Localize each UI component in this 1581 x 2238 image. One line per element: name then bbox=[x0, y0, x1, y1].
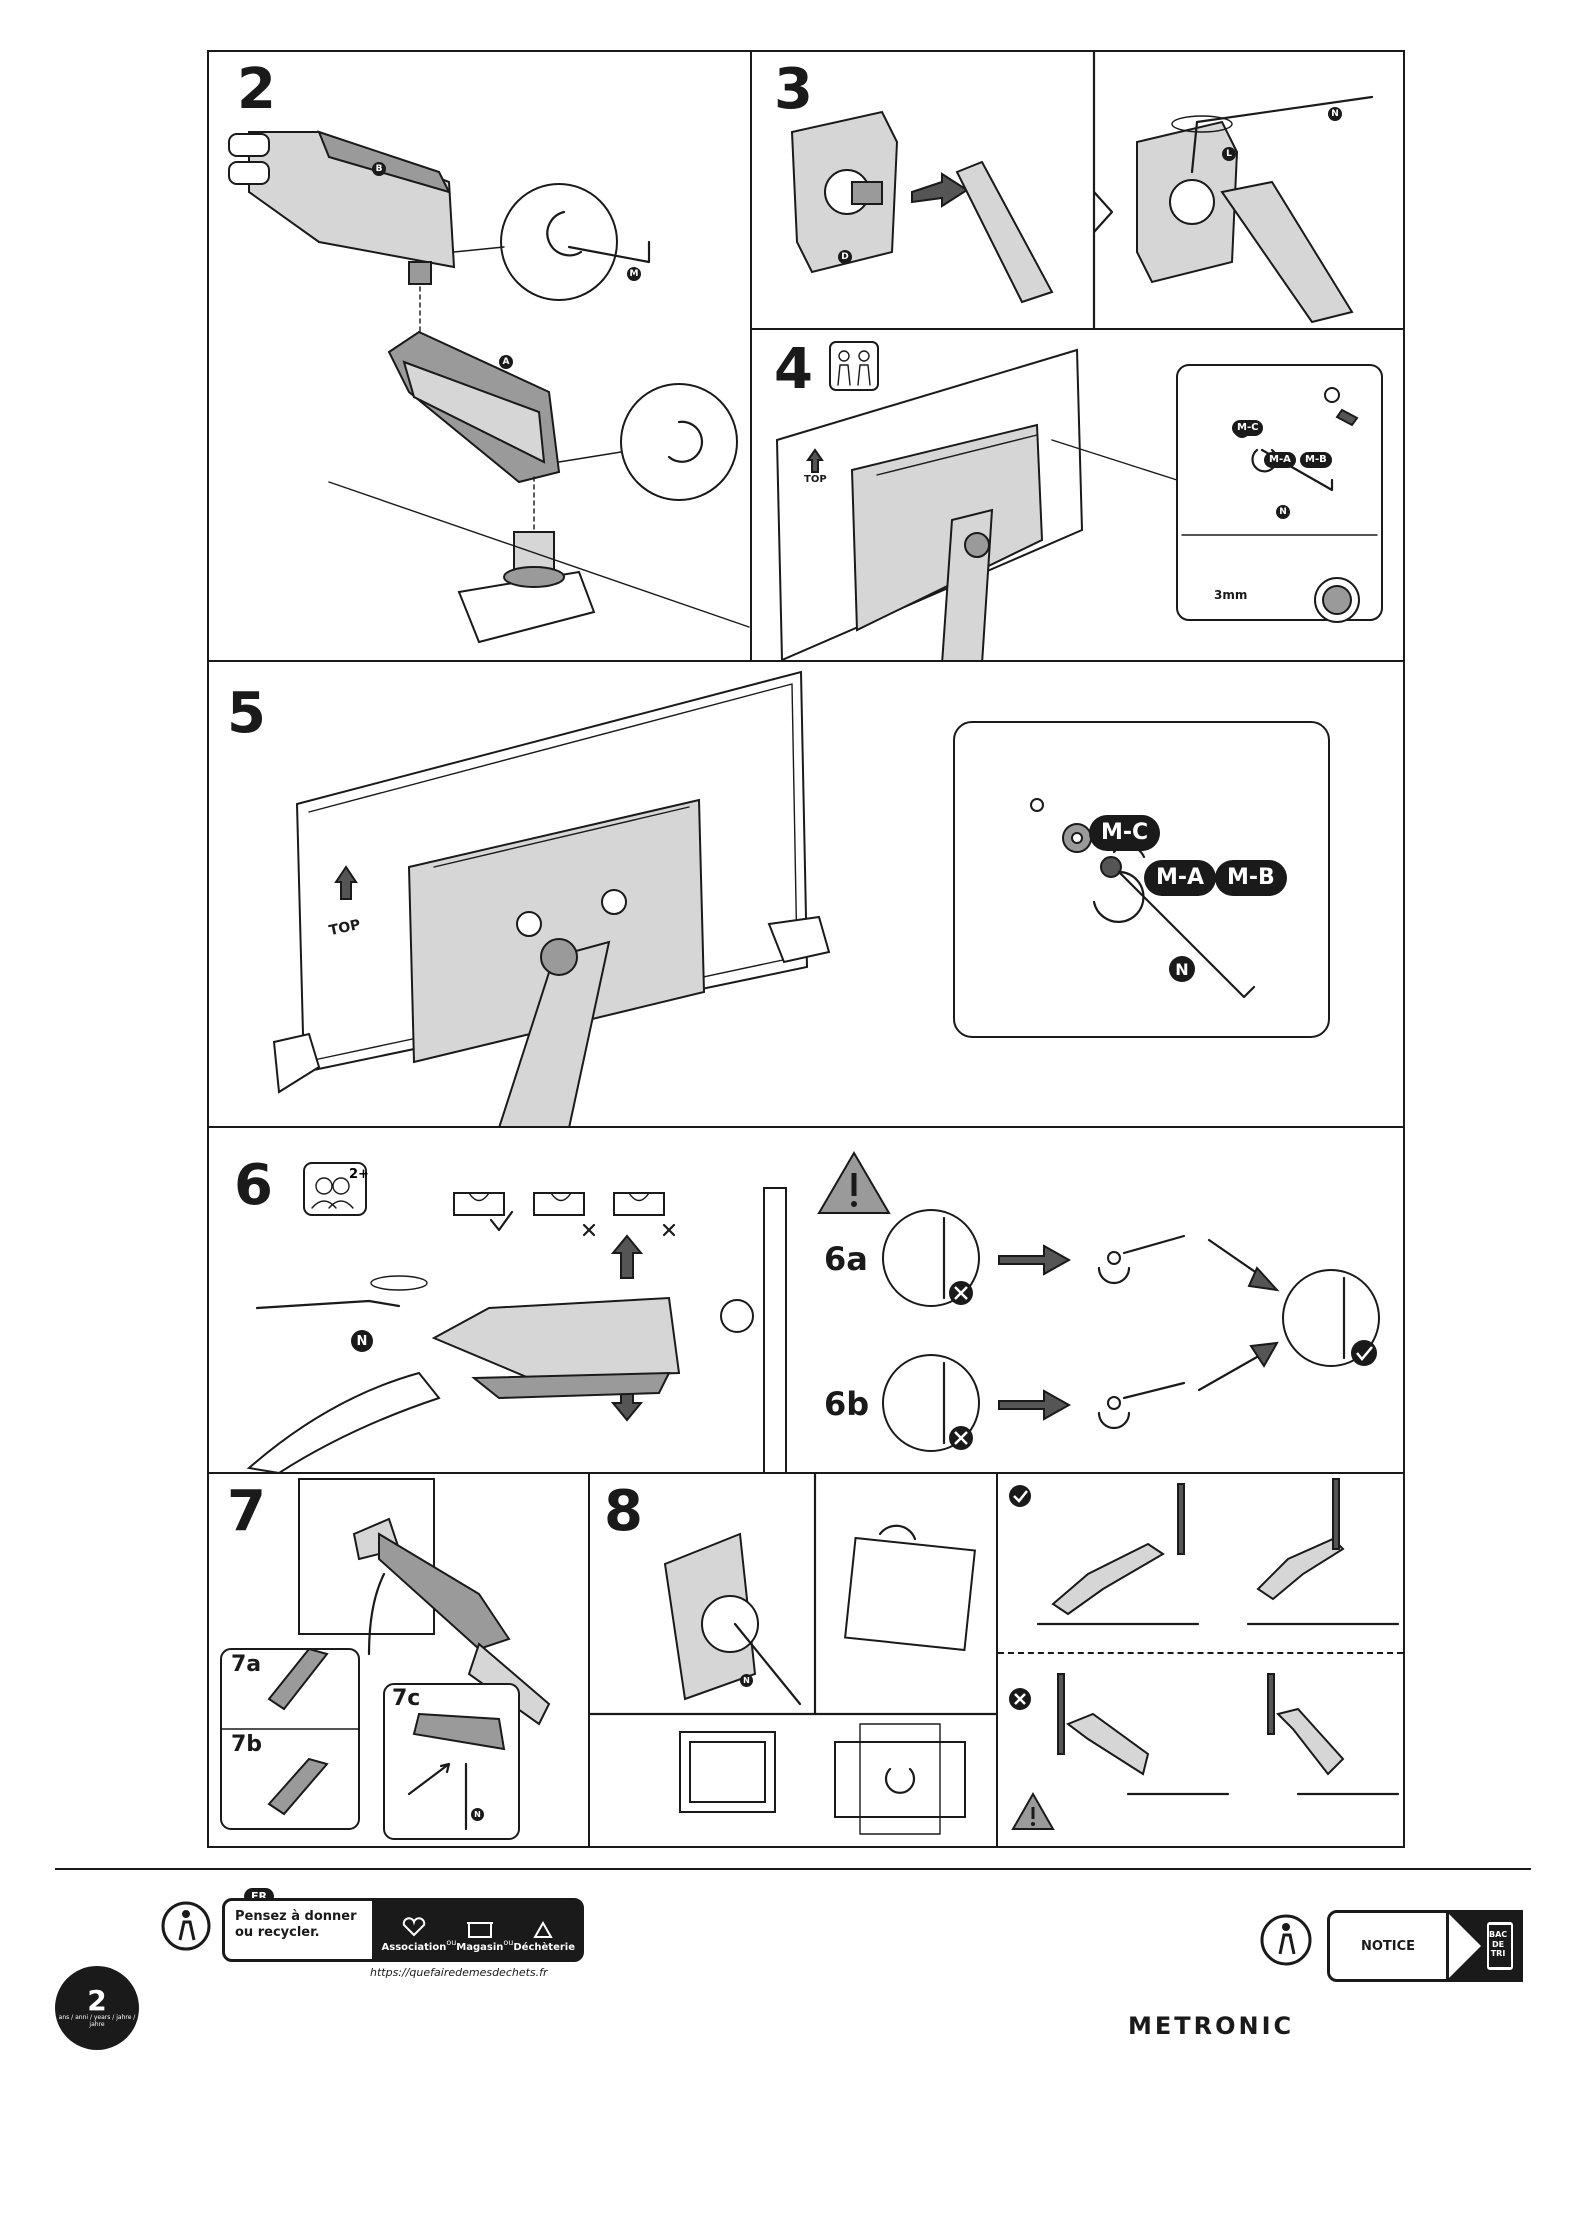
svg-text:2+: 2+ bbox=[349, 1167, 369, 1182]
ma-label: M-A bbox=[1264, 452, 1296, 468]
part-a-label: A bbox=[499, 355, 513, 369]
do-dont-illustration bbox=[998, 1474, 1405, 1848]
recycle-options: Association ou Magasin ou Déchèterie bbox=[372, 1901, 582, 1959]
step-2-illustration bbox=[209, 52, 752, 662]
triman-icon-right bbox=[1258, 1912, 1314, 1968]
mc-label: M-C bbox=[1089, 815, 1160, 851]
step-5-illustration bbox=[209, 662, 1405, 1128]
tool-n-label: N bbox=[1328, 107, 1342, 121]
part-b-label: B bbox=[372, 162, 386, 176]
step-6-panel: 6 2+ bbox=[207, 1126, 1405, 1474]
notice-box: NOTICE bbox=[1327, 1910, 1449, 1982]
step-8-illustration bbox=[590, 1474, 998, 1848]
mb-label: M-B bbox=[1300, 452, 1332, 468]
step-7-illustration bbox=[209, 1474, 590, 1848]
step-5-panel: 5 TOP M-C M-A M-B N bbox=[207, 660, 1405, 1128]
step-7-panel: 7 7a 7b 7c N bbox=[207, 1472, 590, 1848]
option-association: Association bbox=[382, 1917, 447, 1953]
step-8-panel: 8 N bbox=[588, 1472, 998, 1848]
or-word: ou bbox=[446, 1938, 456, 1947]
recycle-url: https://quefairedemesdechets.fr bbox=[370, 1966, 548, 1979]
tool-n-label: N bbox=[471, 1808, 484, 1821]
option-decheterie: Déchèterie bbox=[513, 1917, 575, 1953]
mc-label: M-C bbox=[1232, 420, 1263, 436]
part-l-label: L bbox=[1222, 147, 1236, 161]
shop-icon bbox=[465, 1917, 495, 1939]
ma-label: M-A bbox=[1144, 860, 1216, 896]
recycle-lead: Pensez à donner ou recycler. bbox=[225, 1901, 372, 1959]
step-7a-label: 7a bbox=[231, 1652, 261, 1677]
instruction-sheet: 2 B bbox=[207, 50, 1405, 1848]
step-6b-label: 6b bbox=[824, 1385, 869, 1423]
tool-n-label: N bbox=[1169, 956, 1195, 982]
step-2-panel: 2 B bbox=[207, 50, 752, 662]
warranty-badge: 2 ans / anni / years / jahre / jahre bbox=[55, 1966, 139, 2050]
bin-label: BAC DE TRI bbox=[1489, 1930, 1507, 1959]
heart-hand-icon bbox=[399, 1917, 429, 1939]
triman-icon bbox=[160, 1900, 212, 1952]
part-d-label: D bbox=[838, 250, 852, 264]
option-magasin: Magasin bbox=[456, 1917, 503, 1953]
tool-n-label: N bbox=[1276, 505, 1290, 519]
step-6-illustration: 2+ bbox=[209, 1128, 1405, 1474]
step-4-illustration bbox=[752, 330, 1405, 662]
brand-logo: METRONIC bbox=[1128, 2012, 1294, 2040]
step-7c-label: 7c bbox=[392, 1686, 420, 1711]
tool-n-label: N bbox=[351, 1330, 373, 1352]
or-word: ou bbox=[503, 1938, 513, 1947]
tool-m-label: M bbox=[627, 267, 641, 281]
step-3-illustration bbox=[752, 52, 1405, 330]
do-dont-panel bbox=[996, 1472, 1405, 1848]
size-label: 3mm bbox=[1214, 588, 1247, 602]
top-label: TOP bbox=[804, 474, 827, 485]
sorting-bin-icon bbox=[1445, 1908, 1523, 1984]
step-7b-label: 7b bbox=[231, 1732, 262, 1757]
step-4-panel: 4 TOP M-C M-A M-B N bbox=[750, 328, 1405, 662]
step-3-panel: 3 D N L bbox=[750, 50, 1405, 330]
footer-rule bbox=[55, 1868, 1531, 1870]
tool-n-label: N bbox=[740, 1674, 753, 1687]
recycle-banner: Pensez à donner ou recycler. Association… bbox=[222, 1898, 584, 1962]
recycling-hand-icon bbox=[529, 1917, 559, 1939]
mb-label: M-B bbox=[1215, 860, 1287, 896]
step-6a-label: 6a bbox=[824, 1240, 868, 1278]
